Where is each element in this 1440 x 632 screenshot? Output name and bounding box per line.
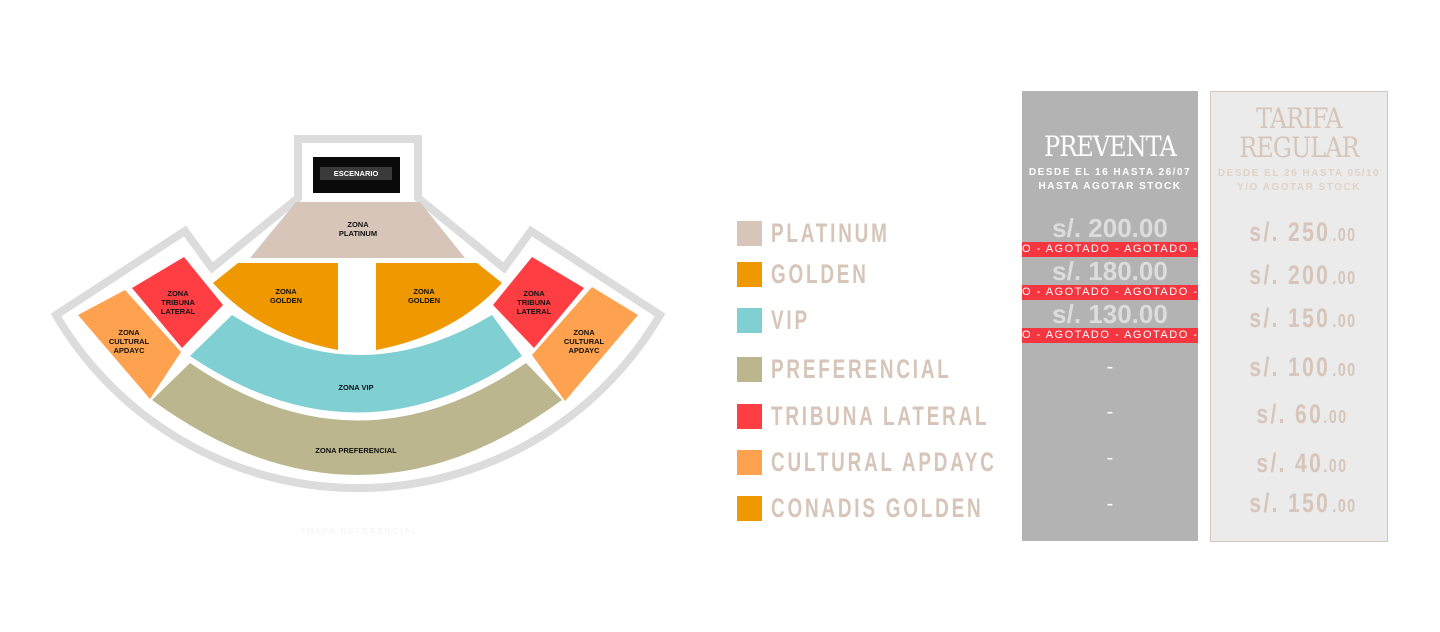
- preventa-subtitle-1: DESDE EL 16 HASTA 26/07: [1028, 167, 1192, 178]
- svg-text:TRIBUNA: TRIBUNA: [161, 298, 195, 307]
- svg-text:ZONA: ZONA: [413, 287, 435, 296]
- svg-text:ZONA VIP: ZONA VIP: [338, 383, 373, 392]
- preventa-price-preferencial: -: [1106, 356, 1114, 378]
- swatch: [737, 307, 762, 333]
- legend-item-cultural-apdayc: CULTURAL APDAYC: [737, 446, 1094, 477]
- swatch: [737, 261, 762, 287]
- sold-out-banner: O - AGOTADO - AGOTADO - AGOTADO: [1022, 285, 1198, 300]
- preventa-price-vip: s/. 130.00: [1052, 299, 1168, 329]
- zone-platinum[interactable]: ZONA PLATINUM: [250, 202, 465, 258]
- legend-label: CULTURAL APDAYC: [771, 446, 997, 477]
- preventa-price-platinum: s/. 200.00: [1052, 213, 1168, 243]
- regular-price-platinum: s/. 250.00: [1249, 217, 1357, 247]
- svg-text:LATERAL: LATERAL: [161, 307, 196, 316]
- svg-text:ZONA: ZONA: [275, 287, 297, 296]
- swatch: [737, 220, 762, 246]
- svg-text:APDAYC: APDAYC: [114, 346, 146, 355]
- svg-text:CULTURAL: CULTURAL: [109, 337, 150, 346]
- regular-title-1: TARIFA: [1256, 102, 1342, 135]
- svg-text:ZONA: ZONA: [573, 328, 595, 337]
- svg-text:GOLDEN: GOLDEN: [408, 296, 440, 305]
- preventa-title: PREVENTA: [1044, 130, 1177, 163]
- regular-price-tribuna: s/. 60.00: [1256, 399, 1348, 429]
- zone-cultural-left[interactable]: ZONA CULTURAL APDAYC: [78, 290, 181, 399]
- zone-tribuna-left[interactable]: ZONA TRIBUNA LATERAL: [132, 257, 223, 348]
- regular-price-cultural: s/. 40.00: [1256, 448, 1348, 478]
- preventa-price-golden: s/. 180.00: [1052, 256, 1168, 286]
- legend-label: GOLDEN: [771, 258, 869, 289]
- legend-label: VIP: [771, 304, 810, 335]
- svg-text:TRIBUNA: TRIBUNA: [517, 298, 551, 307]
- legend-label: TRIBUNA LATERAL: [771, 400, 990, 431]
- legend-label: PLATINUM: [771, 217, 890, 248]
- svg-text:ZONA: ZONA: [523, 289, 545, 298]
- regular-price-preferencial: s/. 100.00: [1249, 352, 1357, 382]
- svg-text:GOLDEN: GOLDEN: [270, 296, 302, 305]
- sold-out-banner: O - AGOTADO - AGOTADO - AGOTADO: [1022, 328, 1198, 343]
- sold-out-banner: O - AGOTADO - AGOTADO - AGOTADO: [1022, 242, 1198, 257]
- legend-item-conadis-golden: CONADIS GOLDEN: [737, 492, 1075, 523]
- regular-price-vip: s/. 150.00: [1249, 303, 1357, 333]
- stage: ESCENARIO: [313, 157, 400, 193]
- svg-text:ZONA: ZONA: [167, 289, 189, 298]
- preventa-column: PREVENTA DESDE EL 16 HASTA 26/07 HASTA A…: [1022, 91, 1198, 541]
- preventa-subtitle-2: HASTA AGOTAR STOCK: [1038, 181, 1182, 192]
- regular-subtitle-2: Y/O AGOTAR STOCK: [1237, 182, 1361, 193]
- svg-text:ESCENARIO: ESCENARIO: [334, 169, 379, 178]
- swatch: [737, 495, 762, 521]
- svg-text:ZONA PREFERENCIAL: ZONA PREFERENCIAL: [315, 446, 397, 455]
- zone-preferencial[interactable]: ZONA PREFERENCIAL: [152, 363, 562, 475]
- legend-item-tribuna-lateral: TRIBUNA LATERAL: [737, 400, 1083, 431]
- zone-golden-right[interactable]: ZONA GOLDEN: [376, 263, 502, 350]
- preventa-price-conadis: -: [1106, 493, 1114, 515]
- zone-cultural-right[interactable]: ZONA CULTURAL APDAYC: [532, 287, 638, 401]
- swatch: [737, 403, 762, 429]
- svg-text:APDAYC: APDAYC: [569, 346, 601, 355]
- swatch: [737, 356, 762, 382]
- legend-item-golden: GOLDEN: [737, 258, 911, 289]
- preventa-price-tribuna: -: [1106, 401, 1114, 423]
- svg-text:PLATINUM: PLATINUM: [339, 229, 377, 238]
- swatch: [737, 449, 762, 475]
- regular-title-2: REGULAR: [1239, 131, 1359, 164]
- zone-golden-left[interactable]: ZONA GOLDEN: [213, 263, 338, 350]
- zone-tribuna-right[interactable]: ZONA TRIBUNA LATERAL: [493, 257, 584, 348]
- regular-price-conadis: s/. 150.00: [1249, 488, 1357, 518]
- legend-item-platinum: PLATINUM: [737, 217, 940, 248]
- svg-text:ZONA: ZONA: [118, 328, 140, 337]
- preventa-price-cultural: -: [1106, 447, 1114, 469]
- legend-item-vip: VIP: [737, 304, 827, 335]
- svg-text:ZONA: ZONA: [347, 220, 369, 229]
- svg-text:CULTURAL: CULTURAL: [564, 337, 605, 346]
- svg-text:LATERAL: LATERAL: [517, 307, 552, 316]
- legend-label: PREFERENCIAL: [771, 353, 952, 384]
- map-caption: *MAPA REFERENCIAL: [301, 527, 419, 536]
- legend-item-preferencial: PREFERENCIAL: [737, 353, 1029, 384]
- regular-price-golden: s/. 200.00: [1249, 260, 1357, 290]
- zone-vip[interactable]: ZONA VIP: [190, 315, 522, 413]
- regular-column: TARIFA REGULAR DESDE EL 26 HASTA 05/10 Y…: [1210, 91, 1388, 542]
- regular-subtitle-1: DESDE EL 26 HASTA 05/10: [1217, 168, 1381, 179]
- seating-map: ESCENARIO ZONA PLATINUM ZONA GOLDEN ZONA…: [50, 135, 666, 493]
- venue-outline: [50, 135, 666, 493]
- legend-label: CONADIS GOLDEN: [771, 492, 984, 523]
